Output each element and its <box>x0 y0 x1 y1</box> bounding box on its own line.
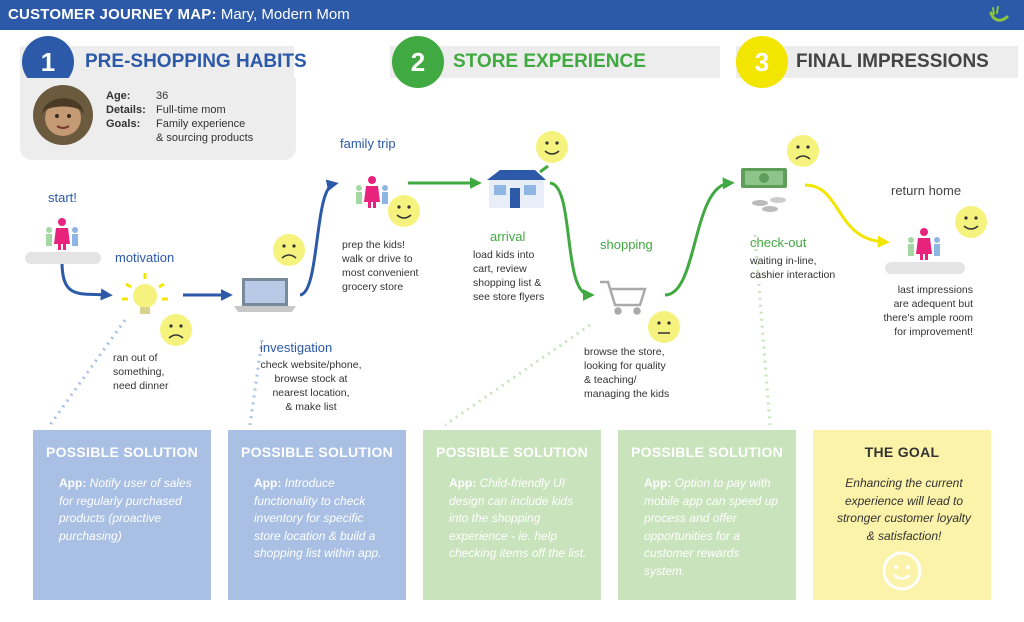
leaf-logo-icon <box>989 6 1009 22</box>
stage-title-3: FINAL IMPRESSIONS <box>796 51 989 72</box>
goals-label: Goals: <box>106 118 141 130</box>
node-family-trip: family trip <box>340 136 396 151</box>
node-start: start! <box>48 190 77 205</box>
stage-number-3: 3 <box>736 36 788 88</box>
shopping-description: browse the store,looking for quality& te… <box>584 346 670 400</box>
node-shopping: shopping <box>600 237 653 252</box>
details-label: Details: <box>106 104 146 116</box>
node-checkout: check-out <box>750 235 807 250</box>
details-value: Full-time mom <box>156 104 226 116</box>
solution-title: POSSIBLE SOLUTION <box>45 444 199 460</box>
smiley-face-icon <box>954 205 988 239</box>
node-motivation: motivation <box>115 250 175 265</box>
lightbulb-icon <box>122 273 168 314</box>
smiley-face-icon <box>387 194 421 228</box>
goals-value-1: Family experience <box>156 118 246 130</box>
goal-title: THE GOAL <box>864 444 940 460</box>
goals-value-2: & sourcing products <box>156 132 254 144</box>
checkout-description: waiting in-line,cashier interaction <box>750 255 836 281</box>
family-figures-icon <box>46 218 78 250</box>
node-investigation: investigation <box>260 340 333 355</box>
node-arrival: arrival <box>490 229 526 244</box>
family-figures-icon <box>356 176 388 208</box>
stage-title-1: PRE-SHOPPING HABITS <box>85 51 307 72</box>
goal-text: Enhancing the current experience will le… <box>836 476 972 543</box>
solution-box-1: POSSIBLE SOLUTION App: Notify user of sa… <box>33 430 211 600</box>
solution-text: App: Introduce functionality to check in… <box>254 476 382 560</box>
smiley-face-icon <box>882 551 922 591</box>
solution-text: App: Option to pay with mobile app can s… <box>644 476 779 578</box>
stage-title-2: STORE EXPERIENCE <box>453 51 646 72</box>
dotted-connector-3 <box>444 323 591 427</box>
dotted-connector-1 <box>48 319 127 426</box>
avatar-photo <box>33 85 93 145</box>
solution-text: App: Notify user of sales for regularly … <box>59 476 192 543</box>
solution-text: App: Child-friendly UI design can includ… <box>449 476 587 560</box>
frown-face-icon <box>786 134 820 168</box>
neutral-face-icon <box>647 310 681 344</box>
shopping-cart-icon <box>600 280 647 315</box>
goal-box: THE GOAL Enhancing the current experienc… <box>813 430 991 600</box>
solution-title: POSSIBLE SOLUTION <box>630 444 784 460</box>
solution-box-2: POSSIBLE SOLUTION App: Introduce functio… <box>228 430 406 600</box>
dotted-connector-2 <box>248 339 264 426</box>
laptop-icon <box>234 278 296 312</box>
solution-box-4: POSSIBLE SOLUTION App: Option to pay wit… <box>618 430 796 600</box>
frown-face-icon <box>272 233 306 267</box>
store-building-icon <box>487 164 549 208</box>
header-bar: CUSTOMER JOURNEY MAP: Mary, Modern Mom <box>0 0 1024 30</box>
solution-box-3: POSSIBLE SOLUTION App: Child-friendly UI… <box>423 430 601 600</box>
smiley-face-icon <box>535 130 569 164</box>
family-figures-icon <box>908 228 940 260</box>
solution-title: POSSIBLE SOLUTION <box>435 444 589 460</box>
node-return-home: return home <box>891 183 962 198</box>
stage-band-2 <box>390 46 720 78</box>
stage-number-2: 2 <box>392 36 444 88</box>
age-label: Age: <box>106 90 131 102</box>
frown-face-icon <box>159 313 193 347</box>
money-icon <box>741 168 787 212</box>
page-title: CUSTOMER JOURNEY MAP: Mary, Modern Mom <box>8 6 350 23</box>
solution-title: POSSIBLE SOLUTION <box>240 444 394 460</box>
age-value: 36 <box>156 90 169 102</box>
